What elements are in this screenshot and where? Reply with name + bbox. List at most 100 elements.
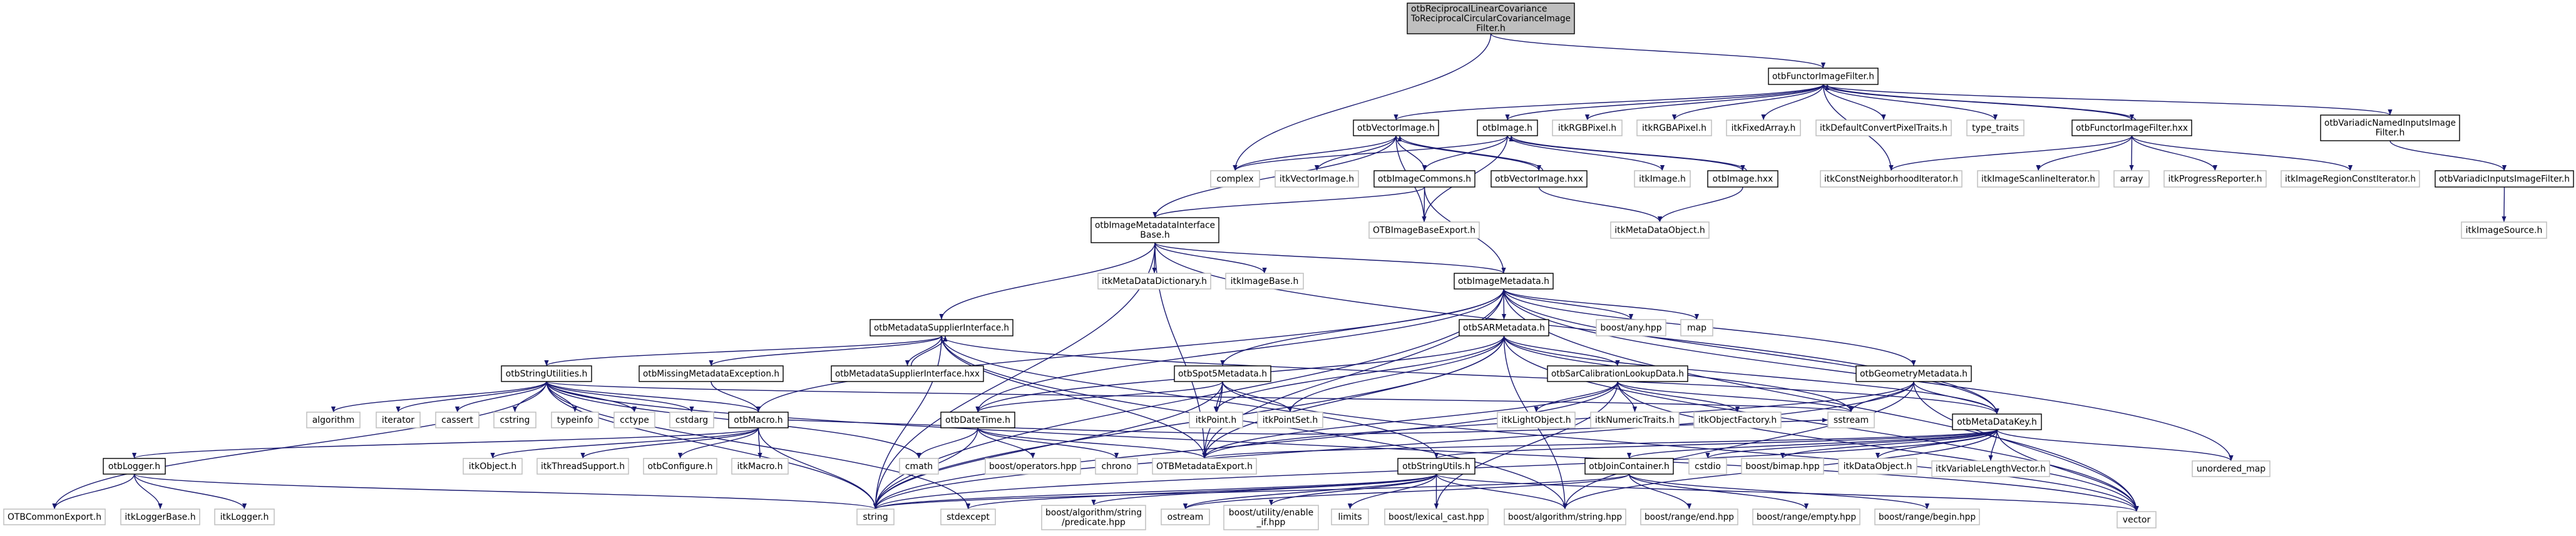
node-spot5[interactable]: otbSpot5Metadata.h bbox=[1174, 365, 1271, 382]
node-functor_hxx[interactable]: otbFunctorImageFilter.hxx bbox=[2071, 119, 2192, 136]
node-box bbox=[1174, 365, 1271, 382]
edge-geometrymd-to-vector bbox=[1913, 381, 2139, 512]
edge-stringutilities-to-stdexcept bbox=[546, 381, 971, 510]
node-label: itkProgressReporter.h bbox=[2168, 174, 2262, 184]
node-label: itkMacro.h bbox=[737, 462, 783, 472]
node-vectorimage_h[interactable]: otbVectorImage.h bbox=[1353, 119, 1439, 136]
edge-sarcalib-to-otbmetadataexport bbox=[1202, 381, 1618, 459]
node-itknumerictraits: itkNumericTraits.h bbox=[1590, 412, 1680, 428]
node-metadatakey[interactable]: otbMetaDataKey.h bbox=[1952, 413, 2042, 430]
edge-mdsupplier_h-to-mdsupplier_hxx bbox=[905, 335, 942, 367]
edge-imagemetadata-to-metadatakey bbox=[1503, 288, 1999, 415]
node-otbimagebaseexport: OTBImageBaseExport.h bbox=[1368, 221, 1480, 239]
node-label: otbVariadicInputsImageFilter.h bbox=[2439, 174, 2570, 184]
edge-imagemetadata-to-map bbox=[1503, 288, 1699, 320]
node-label: otbLogger.h bbox=[108, 462, 160, 472]
node-functor_h[interactable]: otbFunctorImageFilter.h bbox=[1768, 68, 1879, 85]
edge-functor_h-to-itkfixedarray bbox=[1761, 84, 1824, 121]
node-vectorimage_hxx[interactable]: otbVectorImage.hxx bbox=[1491, 170, 1588, 188]
node-imagecommons[interactable]: otbImageCommons.h bbox=[1373, 170, 1475, 188]
node-label: boost/range/end.hpp bbox=[1645, 512, 1734, 522]
node-itkrgbapixel: itkRGBAPixel.h bbox=[1636, 119, 1712, 136]
edge-geometrymd-to-metadatakey bbox=[1913, 381, 1999, 415]
node-label: otbGeometryMetadata.h bbox=[1860, 369, 1968, 379]
node-box bbox=[985, 458, 1081, 475]
edge-mdsupplier_h-to-metadatakey bbox=[941, 335, 1999, 415]
node-main[interactable]: otbReciprocalLinearCovarianceToReciproca… bbox=[1407, 3, 1575, 34]
node-itkscanline: itkImageScanlineIterator.h bbox=[1977, 170, 2100, 188]
node-box bbox=[1189, 412, 1243, 428]
edge-vectorimage_hxx-to-itkmetadataobject bbox=[1538, 186, 1663, 223]
edge-logger-to-otbcommonexport bbox=[52, 473, 135, 510]
node-stringutilities[interactable]: otbStringUtilities.h bbox=[501, 365, 592, 382]
edge-stringutils-to-boostpredicate bbox=[1091, 473, 1437, 506]
edge-stringutilities-to-cassert bbox=[454, 381, 547, 413]
node-box bbox=[870, 319, 1013, 336]
node-boostoperators: boost/operators.hpp bbox=[985, 458, 1081, 475]
node-box bbox=[536, 458, 629, 475]
node-label: boost/algorithm/string bbox=[1045, 508, 1142, 518]
node-image_hxx[interactable]: otbImage.hxx bbox=[1707, 170, 1778, 188]
node-box bbox=[613, 412, 655, 428]
node-logger[interactable]: otbLogger.h bbox=[103, 458, 166, 475]
node-missingmd[interactable]: otbMissingMetadataException.h bbox=[639, 365, 784, 382]
node-label: itkVectorImage.h bbox=[1280, 174, 1354, 184]
node-sarcalib[interactable]: otbSarCalibrationLookupData.h bbox=[1547, 365, 1688, 382]
node-image_h[interactable]: otbImage.h bbox=[1477, 119, 1538, 136]
node-label: otbMissingMetadataException.h bbox=[643, 369, 779, 379]
node-label: itkImageBase.h bbox=[1231, 276, 1299, 286]
node-box bbox=[731, 458, 789, 475]
edge-stringutils-to-boostalgostring bbox=[1435, 473, 1568, 510]
node-itkpoint: itkPoint.h bbox=[1189, 412, 1243, 428]
node-itkimage: itkImage.h bbox=[1634, 170, 1691, 188]
edge-functor_hxx-to-functor_h bbox=[1825, 84, 2137, 121]
node-box bbox=[214, 508, 275, 525]
node-label: boost/operators.hpp bbox=[989, 462, 1077, 472]
node-macro[interactable]: otbMacro.h bbox=[728, 412, 789, 428]
node-geometrymd[interactable]: otbGeometryMetadata.h bbox=[1855, 365, 1972, 382]
node-joincontainer[interactable]: otbJoinContainer.h bbox=[1584, 458, 1674, 475]
node-otbmetadataexport: OTBMetadataExport.h bbox=[1152, 458, 1257, 475]
node-boostpredicate: boost/algorithm/string/predicate.hpp bbox=[1041, 505, 1146, 530]
node-box bbox=[1584, 458, 1674, 475]
node-label: otbJoinContainer.h bbox=[1589, 462, 1670, 472]
edge-sarmetadata-to-itkpointset bbox=[1288, 335, 1505, 413]
node-label: otbSARMetadata.h bbox=[1463, 323, 1545, 333]
node-label: itkImageSource.h bbox=[2466, 225, 2543, 235]
node-box bbox=[940, 508, 996, 525]
node-stringutils[interactable]: otbStringUtils.h bbox=[1397, 458, 1475, 475]
node-boostlexicalcast: boost/lexical_cast.hpp bbox=[1384, 508, 1489, 525]
node-label: cmath bbox=[905, 462, 933, 472]
node-label: sstream bbox=[1834, 415, 1869, 425]
edge-imagecommons-to-imdib bbox=[1152, 186, 1425, 218]
node-mdsupplier_h[interactable]: otbMetadataSupplierInterface.h bbox=[870, 319, 1013, 336]
node-itklogger: itkLogger.h bbox=[214, 508, 275, 525]
edge-functor_hxx-to-itkscanline bbox=[2036, 135, 2133, 171]
edge-joincontainer-to-boostrangebegin bbox=[1628, 473, 1929, 510]
node-box bbox=[1373, 170, 1475, 188]
edge-imagecommons-to-otbimagebaseexport bbox=[1422, 186, 1427, 223]
node-itkthreadsupport: itkThreadSupport.h bbox=[536, 458, 629, 475]
node-mdsupplier_hxx[interactable]: otbMetadataSupplierInterface.hxx bbox=[831, 365, 984, 382]
node-sarmetadata[interactable]: otbSARMetadata.h bbox=[1459, 319, 1549, 336]
node-label: otbVectorImage.hxx bbox=[1495, 174, 1583, 184]
edge-functor_h-to-variadicnamed bbox=[1822, 84, 2393, 116]
node-label: cstdio bbox=[1695, 462, 1721, 472]
node-box bbox=[306, 412, 361, 428]
node-cassert: cassert bbox=[435, 412, 480, 428]
node-label: vector bbox=[2123, 515, 2151, 525]
node-label: itkFixedArray.h bbox=[1732, 123, 1796, 133]
node-datetime[interactable]: otbDateTime.h bbox=[940, 412, 1015, 428]
node-variadicinputs[interactable]: otbVariadicInputsImageFilter.h bbox=[2435, 170, 2574, 188]
edge-macro-to-logger bbox=[132, 427, 759, 459]
node-label: itkVariableLengthVector.h bbox=[1936, 464, 2046, 474]
node-imagemetadata[interactable]: otbImageMetadata.h bbox=[1454, 273, 1554, 290]
node-box bbox=[669, 412, 714, 428]
node-box bbox=[1596, 319, 1666, 336]
node-box bbox=[1090, 217, 1219, 243]
node-label: itkImageRegionConstIterator.h bbox=[2285, 174, 2416, 184]
node-unordered_map: unordered_map bbox=[2192, 460, 2271, 477]
node-label: otbImage.h bbox=[1482, 123, 1532, 133]
